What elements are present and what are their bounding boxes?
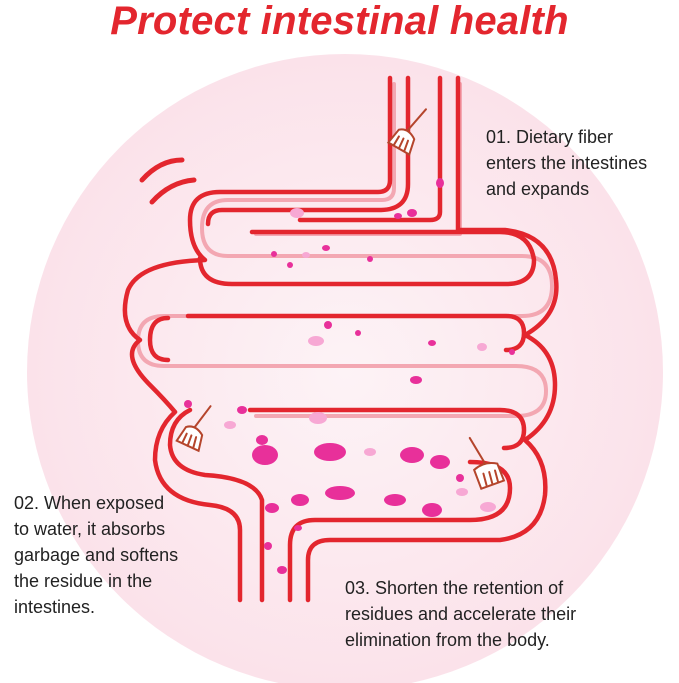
intestine-outline: [122, 75, 559, 603]
fold-line-8: [297, 75, 443, 223]
fold-line-2: [185, 313, 527, 353]
wave-icon: [139, 157, 197, 205]
step-3-text: 03. Shorten the retention of residues an…: [345, 578, 577, 650]
fold-line-1: [197, 229, 537, 287]
fold-line-3: [147, 315, 171, 363]
residue-particles-light: [224, 208, 496, 512]
fold-line-5: [167, 407, 265, 603]
broom-icon: [386, 108, 427, 156]
intestine-outer-wall: [122, 75, 559, 603]
residue-particles: [184, 178, 515, 574]
step-1-text: 01. Dietary fiber enters the intestines …: [486, 127, 648, 199]
page-title: Protect intestinal health: [110, 0, 569, 43]
fold-line-7: [205, 75, 411, 227]
background-circle: [27, 54, 663, 683]
fold-line-4: [247, 407, 527, 451]
broom-icon: [468, 436, 506, 490]
step-2-text: 02. When exposed to water, it absorbs ga…: [14, 493, 179, 617]
broom-icon: [175, 405, 212, 453]
